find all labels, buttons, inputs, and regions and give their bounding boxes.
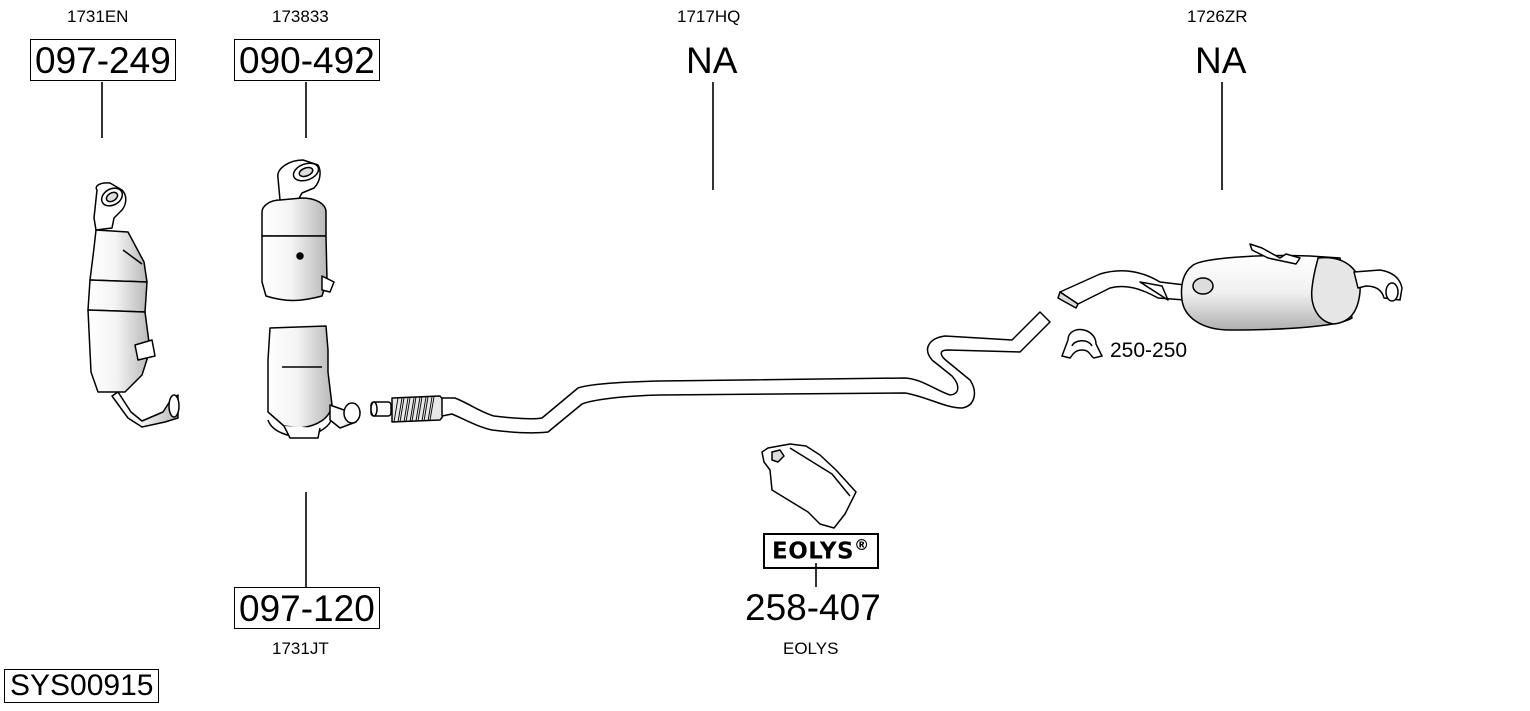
part-code-097-120[interactable]: 097-120	[234, 587, 380, 629]
part-ref-1726zr: 1726ZR	[1187, 7, 1248, 26]
part-code-na-1717hq: NA	[686, 40, 738, 81]
middle-pipe-1717hq	[370, 311, 1051, 434]
eolys-tank-258-407	[761, 443, 857, 529]
registered-mark: ®	[854, 536, 870, 554]
part-ref-1731jt: 1731JT	[272, 639, 329, 658]
eolys-badge-label: EOLYS	[772, 538, 855, 565]
part-ref-1731en: 1731EN	[67, 7, 129, 26]
part-code-097-249[interactable]: 097-249	[30, 39, 176, 81]
system-id: SYS00915	[4, 669, 160, 703]
rear-muffler-1726zr	[1057, 243, 1403, 331]
part-code-258-407[interactable]: 258-407	[745, 587, 881, 628]
catalytic-converter-097-249	[87, 182, 180, 428]
part-ref-eolys: EOLYS	[783, 639, 839, 658]
clamp-250-250	[1061, 328, 1104, 359]
part-code-na-1726zr: NA	[1195, 40, 1247, 81]
part-code-250-250[interactable]: 250-250	[1110, 339, 1188, 362]
part-ref-173833: 173833	[272, 7, 329, 26]
part-code-090-492[interactable]: 090-492	[234, 39, 380, 81]
catalytic-converter-090-492	[261, 159, 361, 439]
part-ref-1717hq: 1717HQ	[677, 7, 741, 26]
eolys-badge: EOLYS®	[763, 533, 879, 569]
